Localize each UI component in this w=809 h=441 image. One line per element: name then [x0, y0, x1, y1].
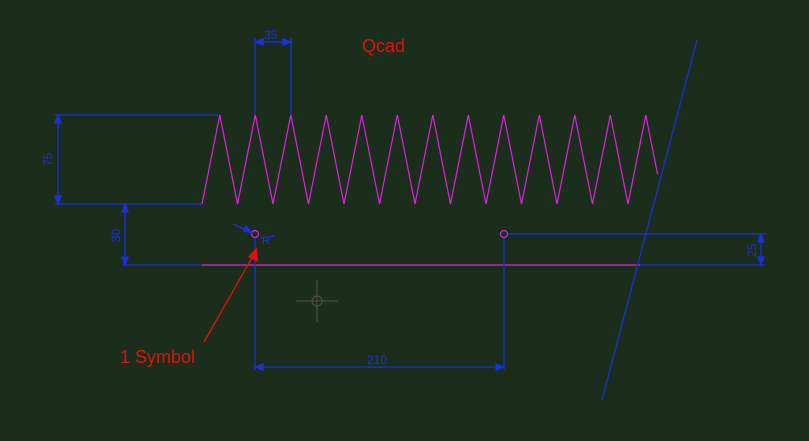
radius-leader[interactable] [232, 223, 276, 239]
annotation-label: 1 Symbol [120, 347, 195, 367]
left-frame[interactable] [54, 113, 218, 206]
offset-dimension[interactable] [121, 202, 202, 267]
symbol-circle-left[interactable] [250, 229, 260, 239]
base-length-label: 210 [367, 353, 387, 367]
crosshair-cursor-icon [296, 280, 338, 322]
height-dimension-label: 75 [41, 152, 55, 166]
pitch-dimension[interactable] [253, 38, 293, 115]
annotation-arrow [203, 247, 258, 343]
qcad-title: Qcad [362, 36, 405, 56]
pitch-dimension-label: 35 [264, 28, 278, 42]
right-offset-label: 25 [745, 243, 759, 257]
spring-zigzag[interactable] [201, 114, 659, 205]
offset-dimension-label: 30 [109, 228, 123, 242]
construction-line[interactable] [601, 39, 698, 401]
base-length-dimension[interactable] [253, 238, 506, 371]
symbol-circle-right[interactable] [499, 229, 509, 239]
radius-label: R [262, 235, 270, 247]
right-offset-dimension[interactable] [508, 232, 766, 267]
